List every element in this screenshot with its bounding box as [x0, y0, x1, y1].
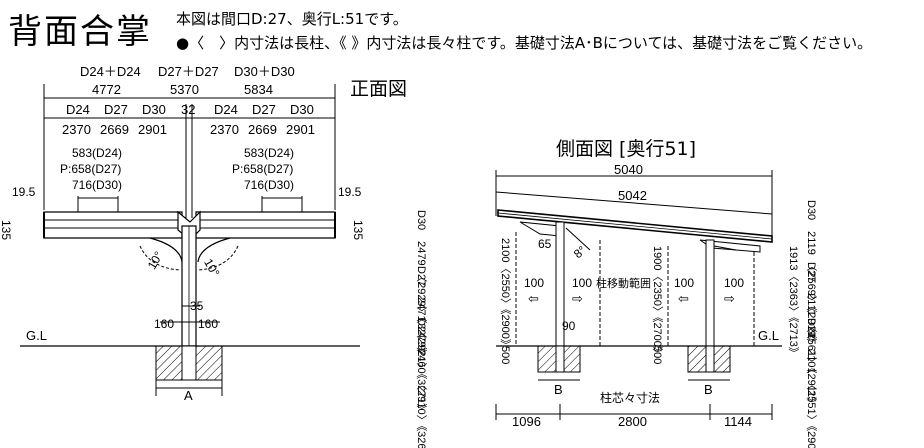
- front-left-val-d30: 2901: [138, 122, 167, 137]
- side-foundation-label-right: B: [704, 382, 713, 397]
- side-left-height-d27: D27 2471 〈2921〉《3271》: [415, 266, 428, 415]
- front-roof-left: [43, 211, 183, 239]
- side-span-right: 1144: [724, 414, 752, 429]
- front-angle-left: 10°: [145, 249, 166, 272]
- side-arrow-right-icon: ⇨: [572, 291, 583, 306]
- side-found-left: 500: [499, 346, 511, 364]
- front-base-left: 160: [154, 317, 174, 331]
- front-left-head-d30: D30: [142, 102, 166, 117]
- side-found-right: 500: [651, 346, 663, 364]
- front-left-val-d27: 2669: [100, 122, 129, 137]
- side-beam-depth: 65: [538, 237, 552, 251]
- side-angle: 8°: [571, 243, 589, 261]
- side-post-right-height: 1900〈2350〉《2700》: [651, 246, 664, 358]
- front-width-val-d24: 4772: [92, 82, 121, 97]
- page-title: 背面合掌: [8, 12, 152, 52]
- front-right-head-d24: D24: [214, 102, 238, 117]
- front-pitch-left-3: 716(D30): [72, 178, 122, 192]
- note-line-1: 本図は間口D:27、奥行L:51です。: [176, 10, 408, 28]
- front-eave-left: 19.5: [12, 185, 36, 199]
- front-right-val-d30: 2901: [286, 122, 315, 137]
- side-arrow-left-icon-2: ⇦: [678, 291, 689, 306]
- side-right-height-d24: D24 2101 〈2551〉《2901》: [805, 318, 818, 448]
- side-range-100d: 100: [724, 276, 744, 290]
- side-gl: G.L: [758, 328, 779, 343]
- side-depth-roof: 5042: [618, 188, 647, 203]
- front-post-dim: 35: [190, 299, 204, 313]
- front-left-head-d24: D24: [66, 102, 90, 117]
- side-foundation-label-left: B: [554, 382, 563, 397]
- side-depth-total: 5040: [614, 162, 643, 177]
- front-left-val-d24: 2370: [62, 122, 91, 137]
- front-width-head-d30: D30＋D30: [234, 64, 295, 79]
- side-range-100b: 100: [572, 276, 592, 290]
- front-width-head-d27: D27＋D27: [158, 64, 219, 79]
- front-pitch-left-2: P:658(D27): [60, 162, 121, 176]
- front-view: D24＋D24 D27＋D27 D30＋D30 4772 5370 5834 D…: [0, 64, 365, 403]
- side-right-height-d27: D27 2111 〈2561〉《2911》: [805, 262, 818, 408]
- front-beam-right: 135: [351, 220, 365, 240]
- note-line-2: ●〈 〉内寸法は長柱、《 》内寸法は長々柱です。基礎寸法A･Bについては、基礎寸…: [176, 34, 873, 52]
- front-right-head-d30: D30: [290, 102, 314, 117]
- side-span-mid: 2800: [618, 414, 647, 429]
- front-width-val-d27: 5370: [170, 82, 199, 97]
- front-width-val-d30: 5834: [244, 82, 273, 97]
- side-low-post-height: 1913〈2363〉《2713》: [787, 246, 800, 358]
- side-range-100c: 100: [674, 276, 694, 290]
- front-pitch-right-3: 716(D30): [244, 178, 294, 192]
- front-right-val-d27: 2669: [248, 122, 277, 137]
- front-gl: G.L: [26, 328, 47, 343]
- front-beam-left: 135: [0, 220, 13, 240]
- front-center-gap: 32: [181, 102, 195, 117]
- side-view: 5040 5042 65 8° 100 ⇦ 100 ⇨ 柱移動範囲 100 ⇦ …: [415, 162, 818, 448]
- front-eave-right: 19.5: [338, 185, 362, 199]
- side-right-height-d30: D30 2119 〈2569〉《2919》: [805, 200, 818, 348]
- front-right-val-d24: 2370: [210, 122, 239, 137]
- front-pitch-right-2: P:658(D27): [232, 162, 293, 176]
- front-view-label: 正面図: [350, 78, 408, 100]
- side-post-left-height: 2100〈2550〉《2900》: [499, 238, 512, 350]
- side-range-100a: 100: [524, 276, 544, 290]
- side-left-height-d24: D24 2460 〈2910〉《3260》: [415, 318, 428, 448]
- side-arrow-left-icon: ⇦: [528, 291, 539, 306]
- front-foundation-label: A: [184, 388, 193, 403]
- front-width-head-d24: D24＋D24: [80, 64, 141, 79]
- side-post-right: [705, 239, 715, 347]
- side-arrow-right-icon-2: ⇨: [724, 291, 735, 306]
- front-roof-right: [195, 211, 336, 239]
- front-pitch-left-1: 583(D24): [72, 146, 122, 160]
- front-left-head-d27: D27: [104, 102, 128, 117]
- side-range-label: 柱移動範囲: [596, 276, 651, 290]
- side-left-height-d30: D30 2479 〈2929〉《3279》: [415, 210, 428, 359]
- front-angle-right: 10°: [201, 256, 222, 279]
- front-pitch-right-1: 583(D24): [244, 146, 294, 160]
- front-right-head-d27: D27: [252, 102, 276, 117]
- side-view-label: 側面図 [奥行51]: [556, 138, 697, 160]
- side-post-90: 90: [562, 319, 576, 333]
- front-base-right: 160: [198, 317, 218, 331]
- side-span-left: 1096: [512, 414, 541, 429]
- side-span-label: 柱芯々寸法: [600, 390, 660, 405]
